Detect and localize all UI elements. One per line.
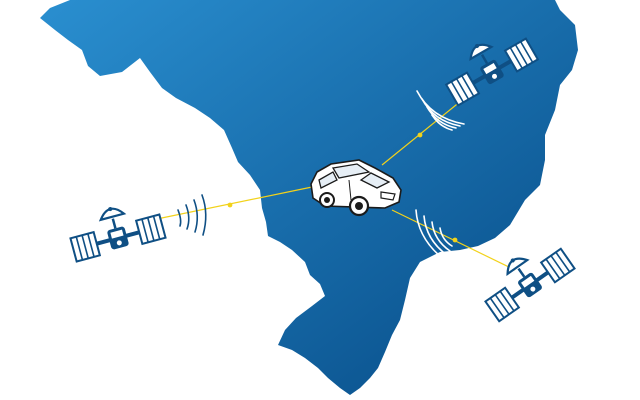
- map-region: [40, 0, 578, 395]
- signal-waves: [177, 90, 465, 262]
- signal-line-west: [151, 186, 313, 221]
- satellite-west-icon: [54, 173, 177, 284]
- wave-northeast: [416, 90, 465, 131]
- wave-west: [177, 194, 207, 236]
- satellite-southeast-icon: [468, 229, 580, 325]
- wave-southeast: [415, 209, 453, 262]
- car-icon: [310, 159, 402, 217]
